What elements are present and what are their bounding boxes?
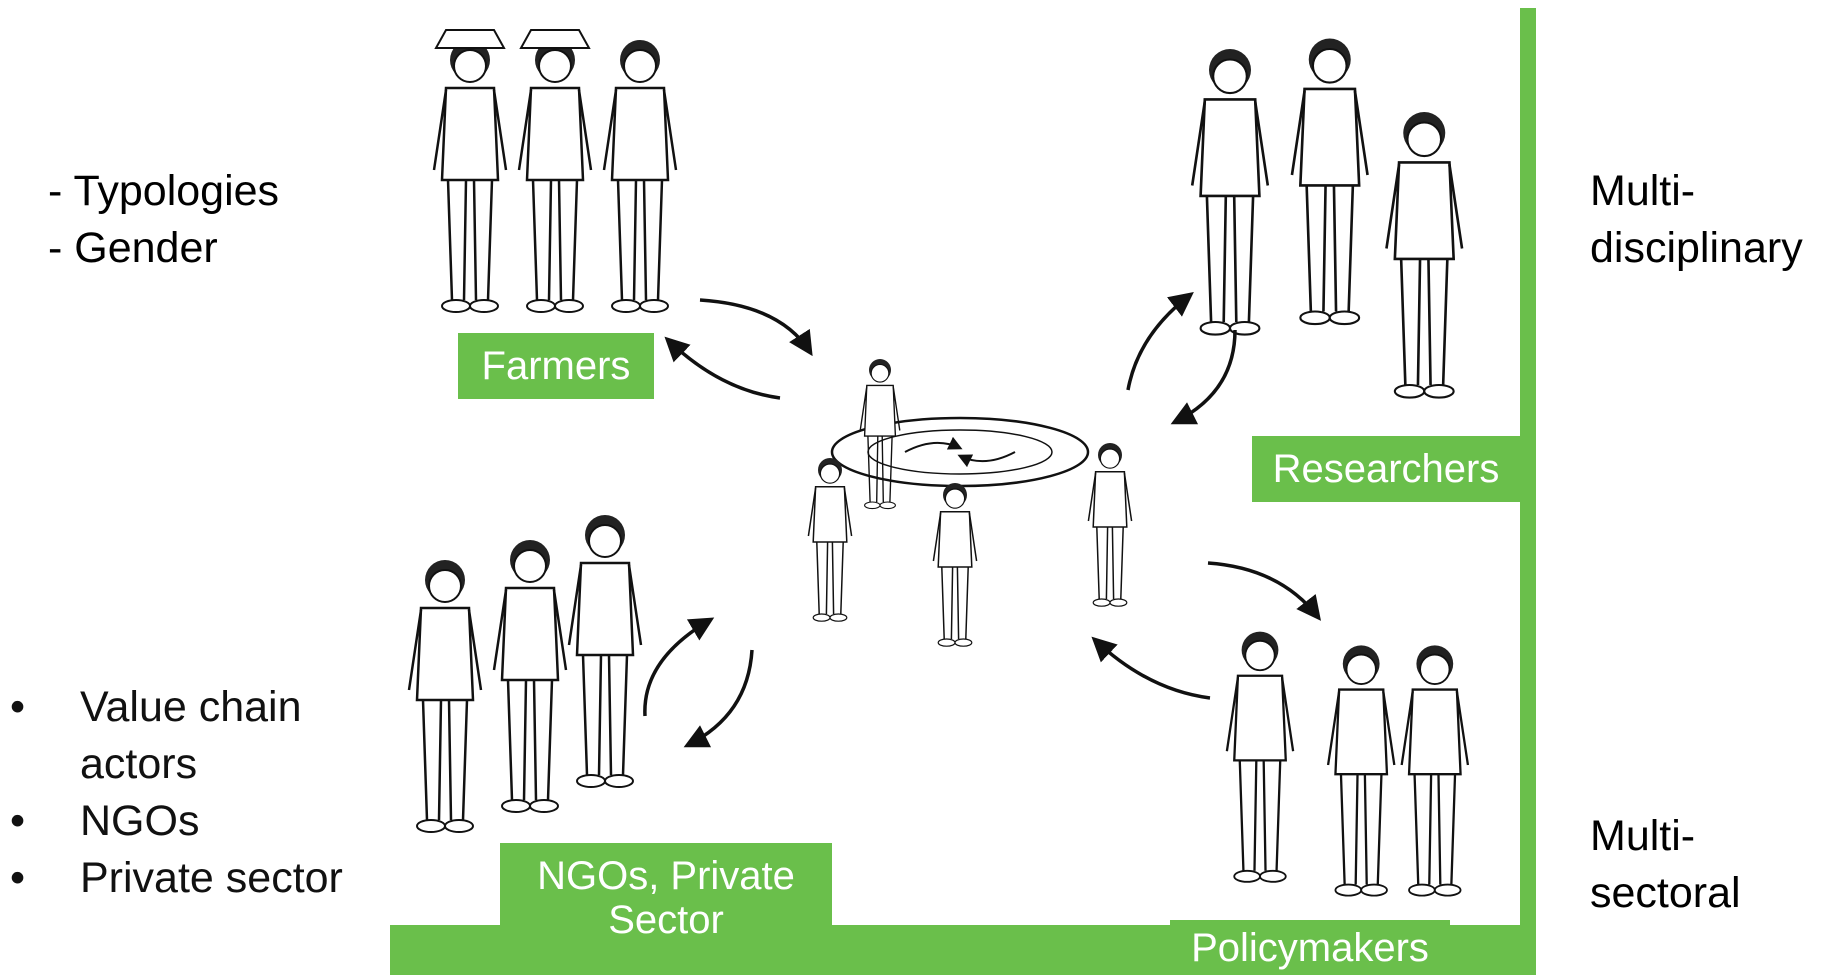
frame-right-bar [1520,8,1536,975]
ngos-private-line-2: Sector [608,898,724,942]
bullet-ngos-line: NGOs [80,797,200,845]
researchers-label: Researchers [1252,436,1520,502]
farmers-label: Farmers [458,333,654,399]
researchers-label-text: Researchers [1272,447,1500,491]
multisectoral-line-1: Multi- [1590,812,1696,860]
stakeholder-bullets: • Value chain actors • NGOs • Private se… [10,679,343,907]
bullet-value-chain-line-2: actors [80,740,198,788]
bullet-private-sector-line: Private sector [80,854,343,902]
note-gender: - Gender [48,224,218,272]
bullet-glyph: • [10,854,26,902]
farmers-group-illustration [432,29,678,314]
bullet-glyph: • [10,683,26,731]
bullet-glyph: • [10,797,26,845]
farmer-notes: - Typologies - Gender [48,163,279,277]
multidisciplinary-line-1: Multi- [1590,167,1696,215]
policymakers-group-illustration [1225,630,1470,897]
policymakers-label: Policymakers [1170,920,1450,975]
bullet-value-chain-line-1: Value chain [80,683,302,731]
ngos-private-line-1: NGOs, Private [537,854,795,898]
multidisciplinary-note: Multi- disciplinary [1590,163,1803,277]
bullet-ngos: • NGOs [10,793,343,850]
multidisciplinary-line-2: disciplinary [1590,224,1803,272]
bullet-private-sector: • Private sector [10,850,343,907]
ngos-group-illustration [407,513,643,834]
policymakers-label-text: Policymakers [1191,925,1429,970]
multisectoral-line-2: sectoral [1590,869,1741,917]
round-table-meeting [807,358,1133,647]
curved-arrow-icon [643,292,1322,748]
multisectoral-note: Multi- sectoral [1590,808,1741,922]
bullet-value-chain: • Value chain actors [10,679,343,793]
note-typologies: - Typologies [48,167,280,215]
farmers-label-text: Farmers [481,344,631,388]
ngos-private-sector-label: NGOs, Private Sector [500,843,832,953]
